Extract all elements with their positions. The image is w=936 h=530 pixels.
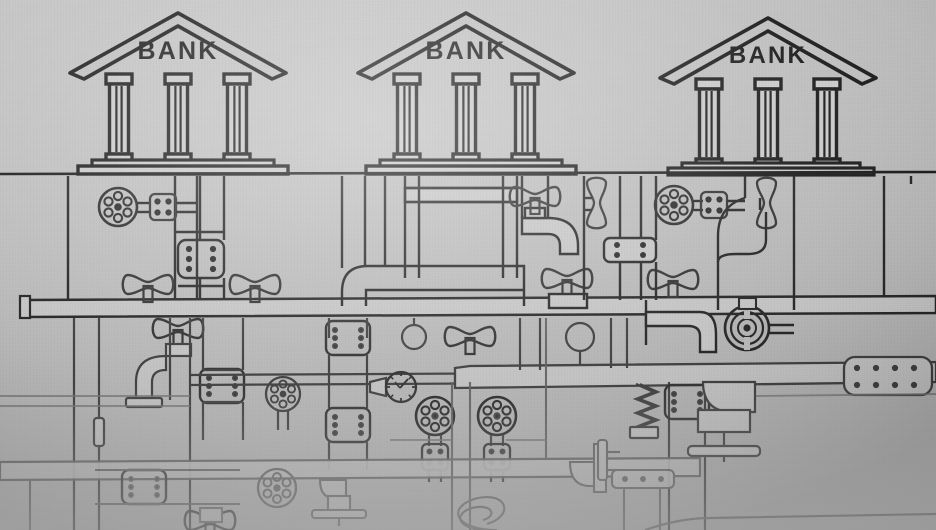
illustration-stage: BANK BANK BANK	[0, 0, 936, 530]
bank-plumbing-drawing: BANK BANK BANK	[0, 0, 936, 530]
lighting-overlay	[0, 0, 936, 530]
